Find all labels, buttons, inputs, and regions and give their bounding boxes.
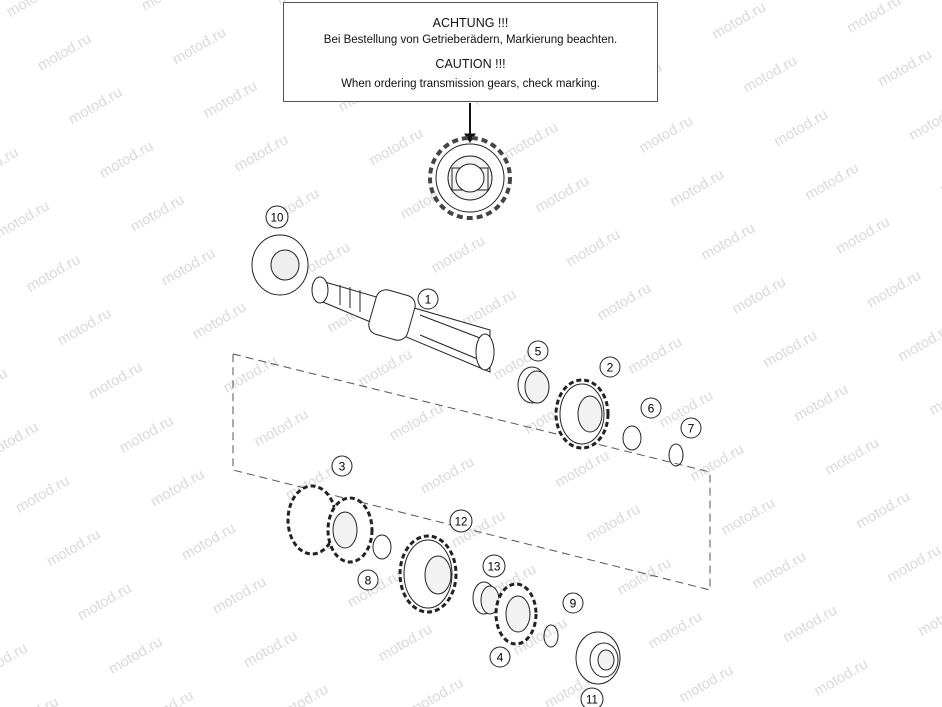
- svg-text:6: 6: [648, 402, 655, 416]
- part-12-gear: [398, 534, 458, 614]
- part-8-ring: [372, 534, 392, 560]
- notice-heading-en: CAUTION !!!: [435, 57, 506, 71]
- part-6-ring: [622, 425, 642, 451]
- svg-text:7: 7: [688, 422, 695, 436]
- callout-13: 13: [482, 554, 506, 578]
- notice-text-en: When ordering transmission gears, check …: [341, 78, 600, 90]
- svg-text:10: 10: [271, 213, 284, 225]
- callout-7: 7: [680, 417, 702, 439]
- part-4-gear: [494, 582, 538, 646]
- callout-9: 9: [562, 592, 584, 614]
- notice-heading-de: ACHTUNG !!!: [432, 16, 509, 30]
- caution-notice: ACHTUNG !!! Bei Bestellung von Getrieber…: [283, 2, 658, 102]
- callout-6: 6: [640, 397, 662, 419]
- svg-text:3: 3: [339, 460, 346, 474]
- marked-gear: [428, 136, 512, 220]
- svg-text:8: 8: [365, 574, 372, 588]
- svg-text:12: 12: [455, 517, 468, 529]
- svg-text:9: 9: [570, 597, 577, 611]
- part-11-bearing: [575, 631, 621, 685]
- callout-11: 11: [580, 687, 604, 707]
- part-2-gear: [554, 378, 610, 450]
- callout-5: 5: [527, 340, 549, 362]
- part-1-main-shaft: [311, 276, 495, 373]
- callout-4: 4: [489, 646, 511, 668]
- part-10-washer: [251, 234, 309, 296]
- svg-text:11: 11: [586, 695, 598, 707]
- svg-text:5: 5: [535, 345, 542, 359]
- part-3-gear: [286, 484, 374, 564]
- callout-3: 3: [331, 455, 353, 477]
- callout-12: 12: [449, 509, 473, 533]
- notice-text-de: Bei Bestellung von Getrieberädern, Marki…: [323, 34, 618, 46]
- callout-10: 10: [265, 205, 289, 229]
- part-7-ring: [668, 443, 684, 467]
- part-9-ring: [543, 624, 559, 648]
- svg-text:13: 13: [488, 562, 501, 574]
- callout-2: 2: [599, 356, 621, 378]
- assembly-frame: [232, 353, 711, 591]
- part-13-bearing: [472, 581, 500, 615]
- callout-1: 1: [417, 288, 439, 310]
- part-5-bushing: [517, 366, 550, 404]
- svg-text:2: 2: [607, 361, 614, 375]
- svg-text:4: 4: [497, 651, 504, 665]
- svg-text:1: 1: [425, 293, 432, 307]
- callout-8: 8: [357, 569, 379, 591]
